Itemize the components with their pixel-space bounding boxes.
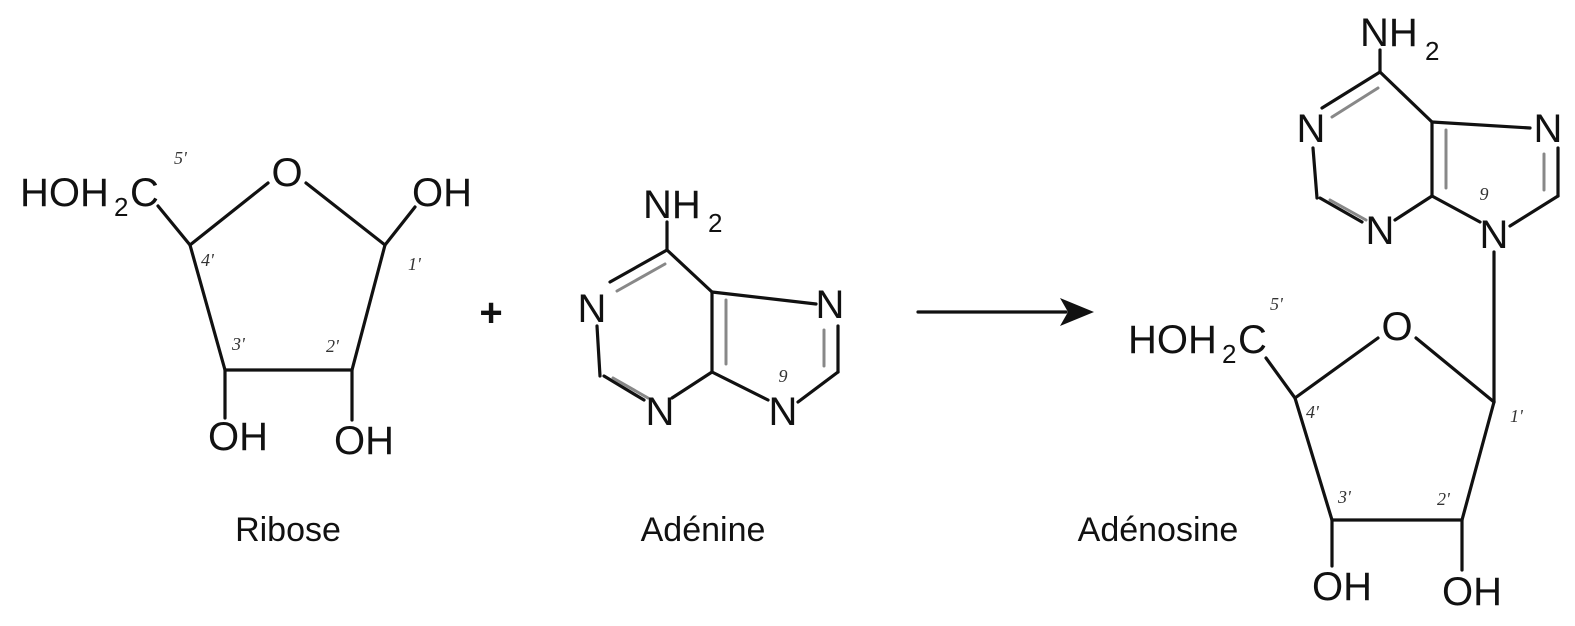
adenosine-hoh2c-label: HOH 2 C bbox=[1128, 318, 1267, 369]
ribose-pos-5: 5' bbox=[174, 148, 188, 168]
bond-c1-oh bbox=[383, 205, 417, 247]
ribose-ring-oxygen: O bbox=[271, 151, 302, 195]
svg-text:C: C bbox=[1238, 318, 1267, 362]
adenine-structure: NH 2 N N N N 9 bbox=[578, 183, 845, 434]
svg-text:NH: NH bbox=[1360, 11, 1418, 55]
bond-c4-c5 bbox=[1264, 356, 1297, 400]
adenosine-pos-2: 2' bbox=[1437, 489, 1451, 509]
bond-n1-c6 bbox=[1320, 70, 1382, 110]
bond-c8-n9 bbox=[796, 370, 840, 404]
bond-c8-n9 bbox=[1508, 194, 1560, 228]
svg-text:2: 2 bbox=[114, 192, 128, 222]
adenine-name: Adénine bbox=[641, 511, 766, 549]
double-bond-n3-c2 bbox=[611, 376, 650, 400]
adenosine-n1: N bbox=[1297, 107, 1326, 151]
adenine-n7: N bbox=[816, 283, 845, 327]
bond-c3-c4 bbox=[1293, 396, 1334, 522]
adenine-nh2-label: NH 2 bbox=[643, 183, 722, 238]
adenine-n1: N bbox=[578, 287, 607, 331]
ribose-structure: O HOH 2 C 5' OH 4' 1' 3' 2' OH OH bbox=[20, 148, 472, 463]
ribose-pos-3: 3' bbox=[231, 334, 246, 354]
adenosine-n9: N bbox=[1480, 213, 1509, 257]
bond-n9-c4 bbox=[1430, 194, 1482, 224]
svg-text:NH: NH bbox=[643, 183, 701, 227]
svg-text:C: C bbox=[130, 171, 159, 215]
ribose-pos-4: 4' bbox=[201, 250, 215, 270]
adenine-pos-9: 9 bbox=[779, 366, 788, 386]
adenine-n9: N bbox=[769, 390, 798, 434]
double-bond-n1-c6 bbox=[1330, 86, 1380, 119]
adenosine-pos-5: 5' bbox=[1270, 294, 1284, 314]
bond-c4-n3 bbox=[1393, 194, 1434, 222]
bond-c4-o bbox=[1293, 336, 1380, 400]
bond-c4-c5 bbox=[156, 204, 192, 247]
bond-n3-c2 bbox=[1318, 196, 1364, 224]
adenosine-pos-3: 3' bbox=[1337, 487, 1352, 507]
adenosine-pos-4: 4' bbox=[1306, 402, 1320, 422]
svg-text:HOH: HOH bbox=[1128, 318, 1217, 362]
bond-c1-c2 bbox=[350, 243, 387, 372]
bond-n3-c2 bbox=[602, 374, 646, 402]
bond-n1-c6 bbox=[608, 248, 669, 284]
bond-c4-o bbox=[188, 181, 270, 247]
ribose-oh-c2: OH bbox=[334, 419, 394, 463]
adenosine-oh-c3: OH bbox=[1312, 565, 1372, 609]
reaction-arrow bbox=[916, 298, 1094, 326]
ribose-pos-2: 2' bbox=[326, 336, 340, 356]
bond-o-c1 bbox=[1414, 336, 1496, 404]
ribose-pos-1: 1' bbox=[408, 254, 422, 274]
bond-c5-n7 bbox=[1430, 120, 1532, 130]
double-bond-n3-c2 bbox=[1328, 198, 1368, 222]
plus-sign: + bbox=[479, 291, 502, 335]
double-bond-n1-c6 bbox=[615, 262, 667, 293]
ribose-name: Ribose bbox=[235, 511, 341, 549]
bond-c6-c5 bbox=[1378, 70, 1434, 124]
adenosine-ribose-part: O HOH 2 C 5' 4' 1' 3' 2' OH OH bbox=[1128, 294, 1524, 614]
svg-text:2: 2 bbox=[708, 208, 722, 238]
bond-n9-c4 bbox=[710, 370, 770, 402]
svg-text:2: 2 bbox=[1425, 36, 1439, 66]
adenosine-oh-c2: OH bbox=[1442, 570, 1502, 614]
ribose-oh-c1: OH bbox=[412, 171, 472, 215]
bond-c6-c5 bbox=[665, 248, 714, 294]
bond-c2-n1 bbox=[1311, 146, 1319, 200]
bond-c3-c4 bbox=[188, 243, 227, 372]
adenosine-n7: N bbox=[1534, 107, 1563, 151]
bond-c2-n1 bbox=[595, 324, 602, 378]
ribose-oh-c3: OH bbox=[208, 415, 268, 459]
svg-text:2: 2 bbox=[1222, 339, 1236, 369]
adenosine-pos-1: 1' bbox=[1510, 406, 1524, 426]
ribose-hoh2c-label: HOH 2 C bbox=[20, 171, 159, 222]
adenosine-n3: N bbox=[1366, 209, 1395, 253]
adenosine-ring-oxygen: O bbox=[1381, 305, 1412, 349]
bond-o-c1 bbox=[304, 181, 387, 247]
adenosine-pos-9: 9 bbox=[1480, 184, 1489, 204]
bond-c5-n7 bbox=[710, 290, 818, 306]
adenosine-nh2-label: NH 2 bbox=[1360, 11, 1439, 66]
bond-c4-n3 bbox=[670, 370, 714, 400]
svg-text:HOH: HOH bbox=[20, 171, 109, 215]
adenine-n3: N bbox=[646, 390, 675, 434]
bond-c1-c2 bbox=[1460, 400, 1496, 522]
adenosine-adenine-part: NH 2 N N N N 9 bbox=[1297, 11, 1563, 257]
adenosine-name: Adénosine bbox=[1078, 511, 1239, 549]
